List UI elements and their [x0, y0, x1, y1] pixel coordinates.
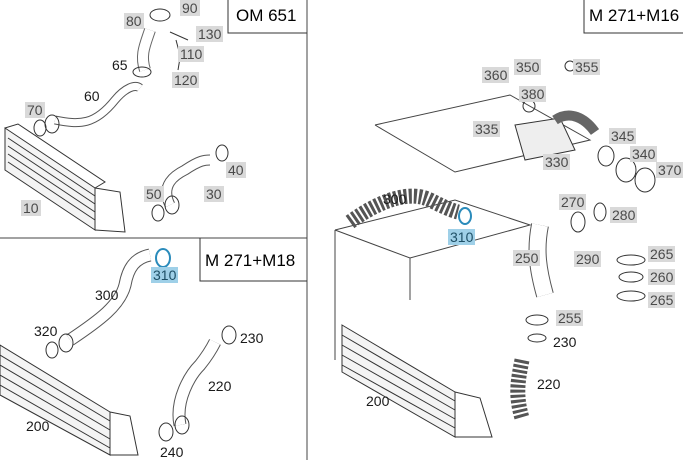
callout-60[interactable]: 60 — [84, 88, 100, 104]
seal-230-m16 — [527, 333, 547, 343]
callout-280[interactable]: 280 — [610, 207, 638, 223]
callout-40[interactable]: 40 — [226, 162, 246, 178]
seal-230 — [221, 325, 237, 345]
clamp-240 — [174, 415, 190, 435]
callout-80[interactable]: 80 — [124, 13, 144, 29]
ring-260 — [618, 271, 644, 283]
intercooler-m271-m18 — [0, 344, 139, 456]
callout-90[interactable]: 90 — [180, 0, 200, 16]
clamp-265-top — [616, 254, 646, 266]
leader-frame-middle — [334, 199, 532, 259]
callout-220[interactable]: 220 — [208, 378, 232, 394]
intercooler-m271-m16 — [341, 324, 493, 438]
callout-320[interactable]: 320 — [34, 323, 58, 339]
callout-240[interactable]: 240 — [160, 444, 184, 460]
seal-70 — [33, 119, 47, 137]
seal-40 — [215, 144, 229, 162]
clamp-50 — [164, 195, 180, 215]
callout-265-bottom[interactable]: 265 — [648, 292, 676, 308]
callout-200[interactable]: 200 — [26, 418, 50, 434]
callout-340[interactable]: 340 — [630, 146, 658, 162]
intercooler-om651 — [4, 123, 126, 233]
callout-380[interactable]: 380 — [519, 86, 547, 102]
clamp-370-a — [615, 157, 637, 183]
engine-label-box-m271-m18 — [199, 238, 307, 282]
callout-30[interactable]: 30 — [204, 186, 224, 202]
callout-345[interactable]: 345 — [609, 128, 637, 144]
clamp-265-bottom — [616, 290, 646, 302]
callout-300[interactable]: 300 — [95, 287, 119, 303]
engine-label-m271-m18: M 271+M18 — [205, 251, 296, 271]
engine-label-box-m271-m16 — [583, 0, 683, 34]
callout-370[interactable]: 370 — [656, 162, 683, 178]
callout-250[interactable]: 250 — [513, 250, 541, 266]
seal-320 — [45, 341, 59, 359]
callout-230-m16[interactable]: 230 — [553, 334, 577, 350]
callout-110[interactable]: 110 — [178, 46, 205, 62]
callout-220-m16[interactable]: 220 — [537, 376, 561, 392]
callout-200-m16[interactable]: 200 — [366, 393, 390, 409]
callout-10[interactable]: 10 — [21, 200, 41, 216]
clamp-340 — [597, 145, 615, 167]
corrugated-hose-220 — [510, 358, 530, 421]
callout-270[interactable]: 270 — [559, 194, 587, 210]
seal-310-highlighted — [155, 248, 171, 268]
clamp-255 — [525, 314, 549, 326]
callout-65[interactable]: 65 — [112, 57, 128, 73]
corrugated-hose-300 — [345, 188, 461, 229]
callout-255[interactable]: 255 — [556, 310, 584, 326]
callout-310-m16-highlighted[interactable]: 310 — [448, 229, 476, 245]
callout-330[interactable]: 330 — [543, 154, 571, 170]
callout-265-top[interactable]: 265 — [648, 246, 676, 262]
clamp-280 — [593, 202, 607, 222]
engine-label-m271-m16: M 271+M16 — [589, 6, 680, 26]
leader-frame-upper — [374, 94, 592, 173]
seal-50 — [151, 204, 165, 222]
callout-360[interactable]: 360 — [482, 67, 510, 83]
bolt-130 — [169, 31, 189, 41]
hose-345 — [552, 110, 600, 136]
callout-350[interactable]: 350 — [514, 59, 542, 75]
callout-335[interactable]: 335 — [473, 121, 501, 137]
intake-housing-330 — [514, 117, 576, 161]
callout-290[interactable]: 290 — [574, 251, 602, 267]
callout-260[interactable]: 260 — [648, 269, 676, 285]
clamp-320 — [58, 333, 74, 353]
callout-310-highlighted[interactable]: 310 — [151, 267, 179, 283]
engine-label-om651: OM 651 — [236, 6, 297, 26]
seal-240 — [158, 422, 174, 442]
seal-65 — [132, 66, 152, 78]
callout-50[interactable]: 50 — [144, 186, 164, 202]
engine-label-box-om651 — [227, 0, 307, 34]
seal-270 — [570, 211, 586, 233]
seal-310-m16-highlighted — [458, 207, 472, 225]
callout-130[interactable]: 130 — [196, 26, 224, 42]
callout-120[interactable]: 120 — [172, 72, 200, 88]
callout-300-m16[interactable]: 300 — [383, 191, 407, 207]
callout-355[interactable]: 355 — [573, 59, 601, 75]
clamp-370-b — [634, 167, 656, 193]
callout-230[interactable]: 230 — [240, 330, 264, 346]
callout-70[interactable]: 70 — [25, 102, 45, 118]
flange-90 — [149, 8, 171, 22]
